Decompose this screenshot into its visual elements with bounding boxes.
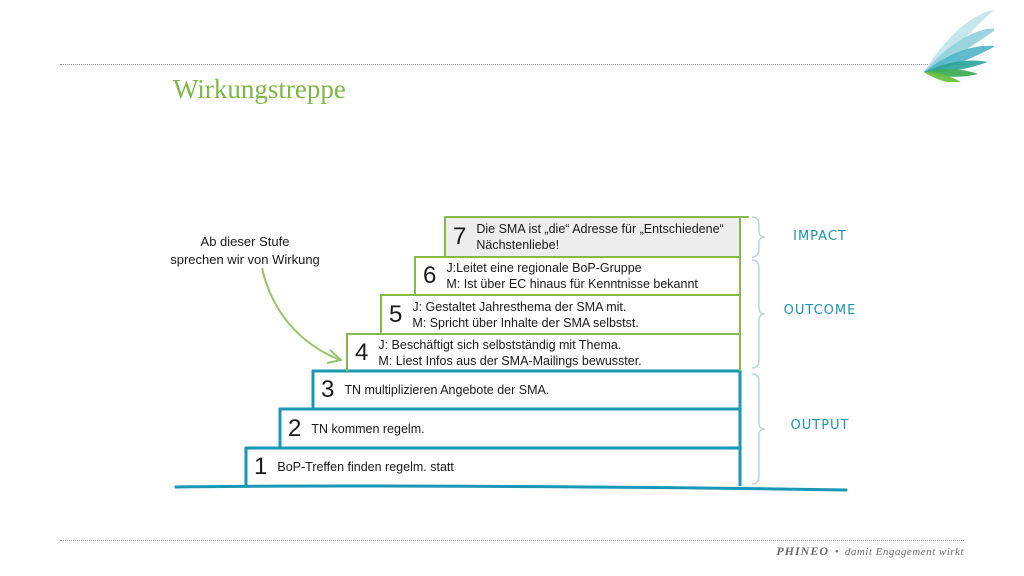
step-2: 2 TN kommen regelm. [288, 409, 425, 448]
step-text-line: TN kommen regelm. [311, 421, 425, 436]
footer: PHINEO • damit Engagement wirkt [776, 544, 964, 559]
annotation-arrow [261, 267, 341, 361]
step-text-line: Die SMA ist „die“ Adresse für „Entschied… [476, 222, 724, 236]
step-text: J: Beschäftigt sich selbstständig mit Th… [378, 337, 641, 369]
ground-line [174, 484, 848, 492]
brace-impact [751, 216, 766, 258]
annotation-line-2: sprechen wir von Wirkung [170, 252, 320, 267]
annotation-arrowhead [326, 349, 342, 364]
top-divider [60, 64, 964, 65]
step-text-line: M: Spricht über Inhalte der SMA selbstst… [412, 315, 639, 330]
step-text-line: TN multiplizieren Angebote der SMA. [344, 383, 550, 397]
category-outcome: OUTCOME [783, 303, 857, 318]
bottom-divider [60, 540, 964, 541]
step-1: 1 BoP-Treffen finden regelm. statt [254, 448, 454, 486]
footer-separator: • [834, 546, 839, 558]
step-text-line: J: Beschäftigt sich selbstständig mit Th… [378, 337, 622, 352]
step-text: J: Gestaltet Jahresthema der SMA mit.M: … [412, 299, 639, 331]
slide-title: Wirkungstreppe [173, 74, 346, 104]
step-number: 3 [321, 376, 335, 403]
step-text-line: M: Ist über EC hinaus für Kenntnisse bek… [446, 277, 698, 291]
step-text-line: J: Gestaltet Jahresthema der SMA mit. [412, 299, 627, 314]
step-4: 4 J: Beschäftigt sich selbstständig mit T… [355, 334, 642, 371]
category-impact: IMPACT [793, 229, 847, 244]
footer-brand: PHINEO [776, 544, 829, 558]
step-7: 7 Die SMA ist „die“ Adresse für „Entschie… [453, 217, 724, 257]
step-number: 2 [288, 414, 302, 442]
step-number: 5 [389, 300, 403, 328]
step-number: 4 [355, 338, 369, 366]
brace-output [751, 373, 766, 485]
step-text-line: M: Liest Infos aus der SMA-Mailings bewu… [378, 353, 642, 368]
category-output: OUTPUT [790, 418, 850, 433]
footer-tagline: damit Engagement wirkt [844, 546, 964, 558]
step-5: 5 J: Gestaltet Jahresthema der SMA mit.M:… [389, 295, 639, 334]
step-text-line: J:Leitet eine regionale BoP-Gruppe [446, 261, 642, 275]
step-text-line: BoP-Treffen finden regelm. statt [277, 460, 454, 474]
step-text-line: Nächstenliebe! [476, 238, 560, 252]
step-number: 6 [423, 262, 437, 289]
step-6: 6 J:Leitet eine regionale BoP-Gruppe M: Is… [423, 257, 698, 295]
annotation-line-1: Ab dieser Stufe [200, 234, 290, 249]
leaf-logo-icon [924, 10, 994, 82]
step-number: 1 [254, 453, 268, 480]
brace-outcome [751, 259, 766, 369]
step-text: J:Leitet eine regionale BoP-Gruppe M: Ist… [446, 260, 698, 292]
step-number: 7 [453, 223, 467, 250]
step-text: Die SMA ist „die“ Adresse für „Entschied… [476, 221, 723, 253]
step-text: TN multiplizieren Angebote der SMA. [344, 382, 549, 398]
step-3: 3 TN multiplizieren Angebote der SMA. [321, 371, 549, 409]
wirkung-annotation: Ab dieser Stufe sprechen wir von Wirkung [150, 233, 340, 269]
step-text: TN kommen regelm. [311, 421, 424, 437]
step-text: BoP-Treffen finden regelm. statt [277, 459, 453, 475]
step-7-fill [445, 217, 740, 257]
